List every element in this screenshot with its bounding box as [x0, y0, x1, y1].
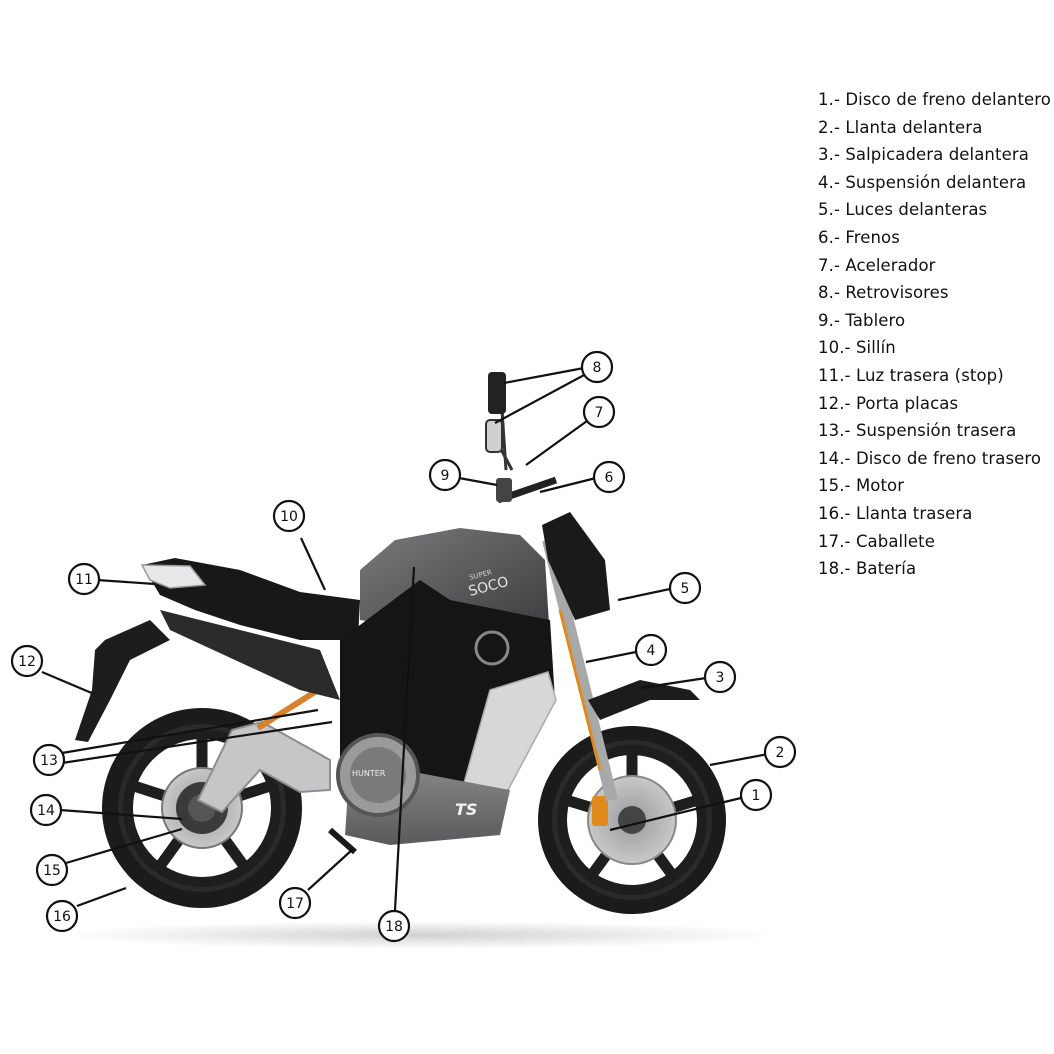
callout-1: 1	[739, 778, 773, 812]
legend-item: 13.- Suspensión trasera	[818, 421, 1017, 441]
svg-text:13: 13	[40, 753, 58, 769]
front-fender	[588, 680, 700, 720]
legend-item: 10.- Sillín	[818, 338, 896, 358]
legend-item: 18.- Batería	[818, 559, 917, 579]
callout-3: 3	[703, 660, 737, 694]
tail-light	[140, 564, 207, 589]
svg-text:1: 1	[752, 788, 761, 804]
legend-item: 14.- Disco de freno trasero	[818, 448, 1042, 468]
callout-5: 5	[668, 571, 702, 605]
callout-15: 15	[35, 853, 69, 887]
brake-caliper	[592, 796, 608, 826]
callout-2: 2	[763, 735, 797, 769]
legend-item: 2.- Llanta delantera	[818, 117, 983, 137]
svg-text:17: 17	[286, 896, 304, 912]
callout-9: 9	[428, 458, 462, 492]
model-badge: TS	[455, 800, 477, 819]
mirror-upper	[488, 372, 506, 414]
svg-text:4: 4	[647, 643, 656, 659]
license-holder	[75, 620, 170, 742]
svg-text:15: 15	[43, 863, 61, 879]
headlight	[542, 512, 610, 620]
ground-shadow	[60, 921, 780, 949]
svg-text:2: 2	[776, 745, 785, 761]
front-wheel	[538, 726, 726, 914]
legend-item: 9.- Tablero	[818, 310, 906, 330]
svg-text:3: 3	[716, 670, 725, 686]
callout-13: 13	[32, 743, 66, 777]
svg-text:6: 6	[605, 470, 614, 486]
svg-text:16: 16	[53, 909, 71, 925]
svg-text:5: 5	[681, 581, 690, 597]
callout-12: 12	[10, 644, 44, 678]
svg-text:9: 9	[441, 468, 450, 484]
legend-item: 17.- Caballete	[818, 531, 935, 551]
tank-emblem	[474, 630, 510, 666]
callout-4: 4	[634, 633, 668, 667]
callouts: 1 2 3 4 5 6 7 8 9 10 11 12 13 14 15 16 1…	[10, 350, 797, 943]
swingarm	[196, 720, 331, 814]
svg-text:10: 10	[280, 509, 298, 525]
motor-label: HUNTER	[352, 769, 386, 778]
svg-text:7: 7	[595, 405, 604, 421]
dashboard	[496, 478, 512, 502]
svg-text:12: 12	[18, 654, 36, 670]
legend-item: 7.- Acelerador	[818, 255, 936, 275]
svg-text:18: 18	[385, 919, 403, 935]
legend-item: 6.- Frenos	[818, 227, 900, 247]
callout-8: 8	[580, 350, 614, 384]
callout-16: 16	[45, 899, 79, 933]
legend-item: 5.- Luces delanteras	[818, 200, 988, 220]
legend-item: 15.- Motor	[818, 476, 905, 496]
svg-text:14: 14	[37, 803, 55, 819]
callout-14: 14	[29, 793, 63, 827]
subframe	[160, 610, 340, 700]
callout-18: 18	[377, 909, 411, 943]
mirror-lower	[485, 419, 503, 453]
kickstand	[328, 827, 357, 855]
leader-lines	[41, 366, 769, 911]
legend-item: 12.- Porta placas	[818, 393, 959, 413]
callout-10: 10	[272, 499, 306, 533]
legend-item: 3.- Salpicadera delantera	[818, 145, 1029, 165]
legend-item: 1.- Disco de freno delantero	[818, 90, 1052, 109]
callout-6: 6	[592, 460, 626, 494]
callout-7: 7	[582, 395, 616, 429]
battery-side-panel	[461, 671, 557, 791]
legend-item: 11.- Luz trasera (stop)	[818, 365, 1004, 385]
legend-item: 4.- Suspensión delantera	[818, 172, 1027, 192]
callout-11: 11	[67, 562, 101, 596]
svg-text:8: 8	[593, 360, 602, 376]
legend-item: 16.- Llanta trasera	[818, 503, 973, 523]
svg-text:11: 11	[75, 572, 93, 588]
callout-17: 17	[278, 886, 312, 920]
parts-legend: 1.- Disco de freno delantero 2.- Llanta …	[818, 86, 1051, 583]
legend-item: 8.- Retrovisores	[818, 283, 949, 303]
rear-shock	[256, 687, 320, 731]
